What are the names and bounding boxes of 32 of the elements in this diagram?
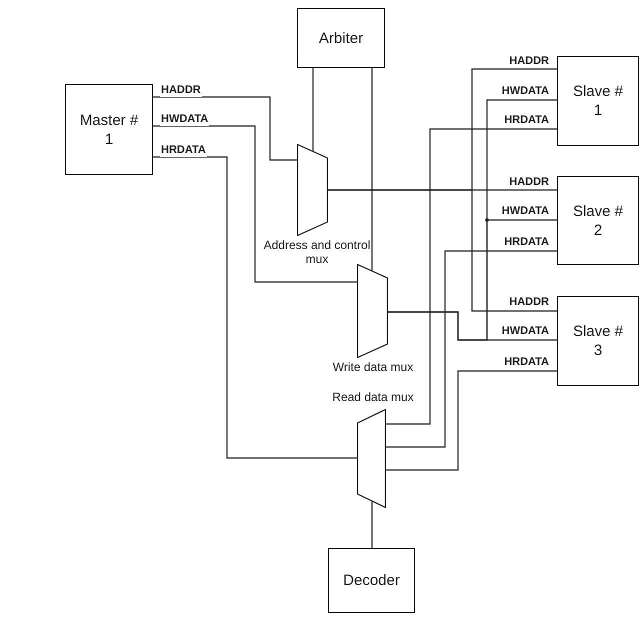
signal-line bbox=[153, 125, 357, 283]
block-box bbox=[328, 548, 415, 613]
signal-line bbox=[371, 68, 373, 272]
mux-trapezoid bbox=[357, 264, 388, 358]
signal-line bbox=[386, 250, 557, 448]
signal-line bbox=[388, 311, 557, 341]
block-label: Slave # 3 bbox=[572, 322, 624, 360]
block-label: Decoder bbox=[343, 571, 400, 590]
signal-line bbox=[312, 68, 314, 152]
signal-line bbox=[153, 156, 357, 459]
block-label: Slave # 2 bbox=[572, 202, 624, 240]
mux-label: Read data mux bbox=[331, 390, 415, 404]
block-label: Slave # 1 bbox=[572, 82, 624, 120]
block-box bbox=[557, 56, 639, 146]
signal-line bbox=[371, 501, 373, 548]
signal-label: HWDATA bbox=[160, 113, 210, 126]
mux-trapezoid bbox=[357, 409, 386, 508]
signal-line bbox=[153, 96, 297, 161]
signal-line bbox=[328, 189, 557, 312]
block-box bbox=[65, 84, 153, 175]
signal-label: HADDR bbox=[160, 84, 202, 97]
block-label: Arbiter bbox=[318, 28, 364, 48]
signal-line bbox=[386, 128, 557, 425]
block-box bbox=[297, 8, 385, 68]
signal-label: HRDATA bbox=[160, 144, 207, 157]
signal-line bbox=[386, 370, 557, 471]
block-box bbox=[557, 296, 639, 386]
mux-label: Address and control mux bbox=[262, 238, 372, 266]
block-label: Master # 1 bbox=[79, 110, 139, 148]
mux-label: Write data mux bbox=[332, 360, 414, 374]
block-box bbox=[557, 176, 639, 265]
mux-trapezoid bbox=[297, 144, 328, 236]
